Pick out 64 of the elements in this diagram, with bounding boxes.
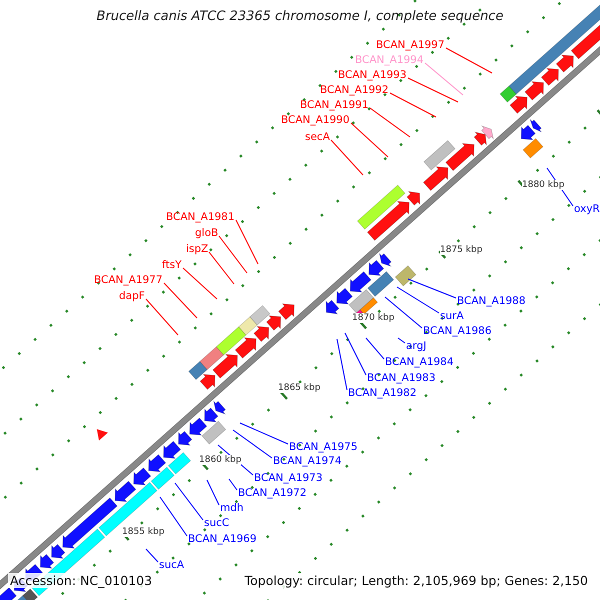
leader-line bbox=[182, 268, 218, 300]
tick-label: 1860 kbp bbox=[199, 455, 242, 465]
leader-line bbox=[232, 430, 272, 458]
leader-line bbox=[424, 62, 464, 96]
leader-line bbox=[446, 48, 492, 74]
gene-label: sucA bbox=[159, 558, 184, 572]
leader-line bbox=[208, 252, 234, 284]
gene-label: BCAN_A1975 bbox=[289, 440, 358, 454]
gene-label: BCAN_A1986 bbox=[423, 324, 492, 338]
leader-line bbox=[240, 422, 288, 444]
gene-label: gloB bbox=[195, 226, 218, 240]
gene-label: BCAN_A1994 bbox=[355, 54, 424, 66]
tick-label: 1865 kbp bbox=[278, 383, 320, 393]
leader-line bbox=[228, 478, 238, 490]
gene-label: BCAN_A1977 bbox=[94, 274, 163, 286]
gene-label: sucC bbox=[204, 516, 230, 530]
tick-label: 1855 kbp bbox=[122, 527, 164, 537]
leader-line bbox=[236, 220, 258, 264]
gene-label: BCAN_A1972 bbox=[238, 486, 307, 500]
leader-line bbox=[344, 332, 366, 376]
leader-line bbox=[336, 338, 348, 390]
leader-line bbox=[408, 278, 456, 298]
gene-label: BCAN_A1984 bbox=[385, 356, 454, 368]
footer-text: Accession: NC_010103 bbox=[8, 573, 154, 588]
leader-line bbox=[384, 296, 422, 328]
gene-label: secA bbox=[305, 130, 330, 144]
leader-line bbox=[206, 480, 220, 506]
gene-label: BCAN_A1988 bbox=[457, 294, 526, 308]
gene-label: BCAN_A1969 bbox=[188, 532, 257, 546]
gene-label: BCAN_A1983 bbox=[367, 372, 436, 384]
leader-line bbox=[218, 236, 248, 274]
gene-label: BCAN_A1974 bbox=[273, 454, 342, 468]
leader-line bbox=[398, 338, 406, 344]
leader-line bbox=[408, 78, 458, 102]
leader-line bbox=[330, 140, 364, 176]
gene-label: BCAN_A1990 bbox=[281, 114, 350, 126]
gene-label: dapF bbox=[119, 290, 145, 302]
leader-line bbox=[396, 286, 440, 314]
leader-line bbox=[146, 548, 158, 562]
gene-label: BCAN_A1973 bbox=[254, 472, 323, 484]
gene-label: BCAN_A1991 bbox=[300, 98, 369, 112]
leader-line bbox=[160, 496, 188, 536]
gene-label: BCAN_A1993 bbox=[338, 68, 407, 82]
gene-label: BCAN_A1981 bbox=[166, 210, 235, 224]
map-title: Brucella canis ATCC 23365 chromosome I, complete sequence bbox=[96, 9, 504, 24]
gene-label: mdh bbox=[220, 502, 244, 514]
footer-text: Topology: circular; Length: 2,105,969 bp; Genes: 2,150 bbox=[242, 573, 590, 588]
gene-label: ftsY bbox=[162, 258, 182, 272]
gene-label: oxyR bbox=[574, 202, 600, 216]
leader-line bbox=[164, 282, 198, 318]
leader-line bbox=[370, 108, 410, 138]
tick-label: 1875 kbp bbox=[440, 245, 482, 255]
leader-line bbox=[146, 298, 178, 336]
gene-label: surA bbox=[440, 310, 464, 322]
gene-label: BCAN_A1997 bbox=[376, 38, 445, 52]
gene-label: BCAN_A1982 bbox=[348, 386, 417, 400]
gene-label: BCAN_A1992 bbox=[320, 84, 389, 96]
leader-line bbox=[174, 482, 204, 520]
gene-label: ispZ bbox=[186, 242, 208, 256]
leader-line bbox=[390, 92, 436, 118]
leader-line bbox=[350, 122, 388, 158]
tick-label: 1880 kbp bbox=[522, 180, 564, 190]
gene-label: argJ bbox=[406, 340, 426, 352]
tick-label: 1870 kbp bbox=[352, 313, 394, 323]
